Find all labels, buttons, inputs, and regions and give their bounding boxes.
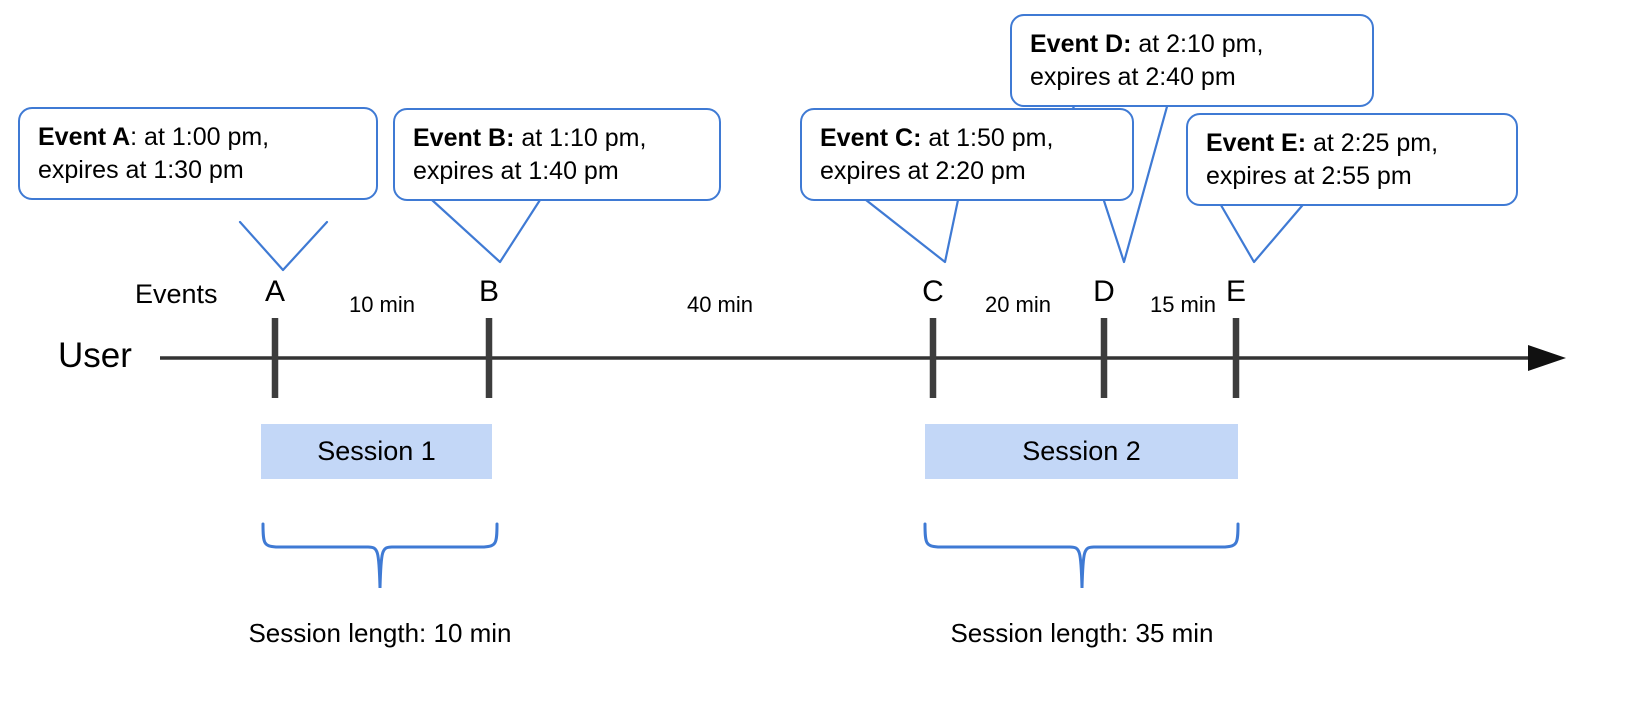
callout-tail-b [430, 198, 542, 264]
axis-label-events: Events [135, 279, 218, 309]
callout-tail-e [1216, 198, 1309, 264]
callout-tail-c [864, 198, 960, 264]
session-block-1: Session 1 [261, 424, 492, 479]
session-2-brace [923, 522, 1240, 589]
event-letter-d: D [1093, 275, 1115, 308]
gap-label-d-e: 15 min [1149, 292, 1217, 317]
callout-tail-a [238, 220, 329, 272]
callout-c-line2: expires at 2:20 pm [820, 156, 1026, 185]
session-1-brace [261, 522, 499, 589]
callout-a-line2: expires at 1:30 pm [38, 155, 244, 184]
callout-e-line1: Event E: at 2:25 pm, [1206, 129, 1439, 157]
gap-label-c-d: 20 min [984, 292, 1052, 317]
timeline-axis [160, 345, 1566, 371]
callout-event-d: Event D: at 2:10 pm, expires at 2:40 pm [1010, 14, 1374, 107]
callout-event-c: Event C: at 1:50 pm, expires at 2:20 pm [800, 108, 1134, 201]
callout-c-line1: Event C: at 1:50 pm, [820, 124, 1054, 152]
callout-e-bold: Event E: [1206, 129, 1307, 157]
event-letter-c: C [922, 275, 944, 308]
callout-d-line1: Event D: at 2:10 pm, [1030, 30, 1264, 58]
callout-b-line2: expires at 1:40 pm [413, 156, 619, 185]
gap-label-b-c: 40 min [686, 292, 754, 317]
session-1-length-caption: Session length: 10 min [248, 618, 512, 648]
event-letter-a: A [264, 275, 285, 308]
session-block-2: Session 2 [925, 424, 1238, 479]
callout-d-bold: Event D: [1030, 30, 1132, 58]
axis-label-user: User [58, 336, 132, 375]
event-ticks [271, 318, 1240, 398]
callout-event-e: Event E: at 2:25 pm, expires at 2:55 pm [1186, 113, 1518, 206]
callout-b-bold: Event B: [413, 124, 515, 152]
callout-d-line2: expires at 2:40 pm [1030, 62, 1236, 91]
callout-event-a: Event A: at 1:00 pm, expires at 1:30 pm [18, 107, 378, 200]
event-letter-e: E [1225, 275, 1246, 308]
callout-e-line2: expires at 2:55 pm [1206, 161, 1412, 190]
callout-b-line1: Event B: at 1:10 pm, [413, 124, 647, 152]
callout-c-bold: Event C: [820, 124, 922, 152]
callout-a-bold: Event A [38, 123, 131, 151]
callout-a-line1: Event A: at 1:00 pm, [38, 123, 270, 151]
callout-event-b: Event B: at 1:10 pm, expires at 1:40 pm [393, 108, 721, 201]
gap-label-a-b: 10 min [348, 292, 416, 317]
event-letter-b: B [478, 275, 499, 308]
session-2-length-caption: Session length: 35 min [950, 618, 1214, 648]
